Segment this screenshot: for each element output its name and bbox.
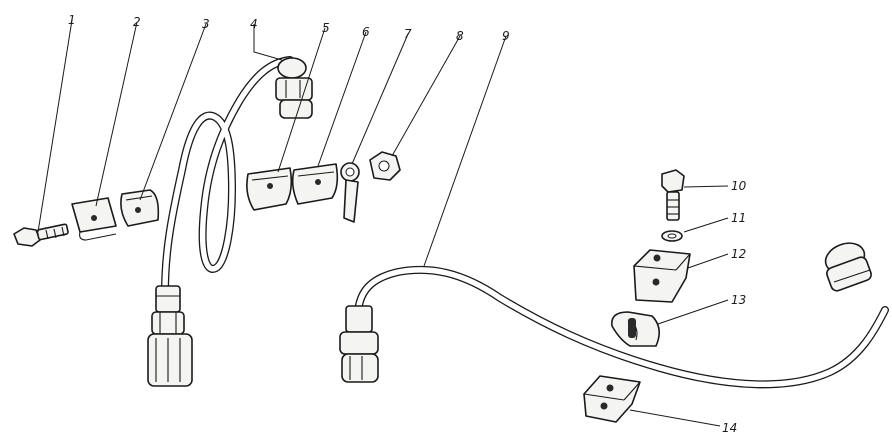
part-1-bolt <box>13 223 69 247</box>
callout-11: 11 <box>731 211 746 225</box>
callouts: 1 2 3 4 5 6 7 8 9 10 11 12 13 14 <box>68 13 747 435</box>
callout-9: 9 <box>502 29 510 43</box>
leader-9 <box>423 35 507 267</box>
part-2-clamp <box>71 197 117 241</box>
part-13-saddle <box>611 311 660 347</box>
part-6-clamp <box>291 163 339 205</box>
part-14-clamp-block <box>583 375 641 423</box>
leader-4 <box>253 24 283 61</box>
callout-8: 8 <box>456 29 464 43</box>
part-7-washer <box>340 162 360 223</box>
part-11-washer <box>661 230 683 242</box>
leader-7 <box>351 33 409 165</box>
callout-3: 3 <box>202 17 210 31</box>
pipe-4 <box>161 56 294 296</box>
callout-10: 10 <box>731 179 747 193</box>
part-12-clamp-block <box>633 249 691 303</box>
part-8-nut <box>369 151 401 181</box>
leader-8 <box>391 35 461 157</box>
part-10-bolt <box>661 169 685 221</box>
pipe-9 <box>354 265 889 389</box>
pipe-9-left-fitting <box>339 305 379 383</box>
callout-14: 14 <box>722 421 737 435</box>
callout-13: 13 <box>731 293 746 307</box>
leader-lines <box>37 19 729 427</box>
callout-12: 12 <box>731 247 746 261</box>
callout-1: 1 <box>68 13 76 27</box>
callout-4: 4 <box>250 17 258 31</box>
leader-3 <box>139 23 207 201</box>
leader-10 <box>683 185 729 188</box>
callout-6: 6 <box>362 25 370 39</box>
pipe-4-lower-fitting <box>147 285 193 387</box>
leader-2 <box>95 21 138 207</box>
callout-7: 7 <box>404 27 412 41</box>
callout-2: 2 <box>133 15 141 29</box>
part-3-clamp <box>120 189 160 227</box>
callout-5: 5 <box>322 21 330 35</box>
leader-6 <box>317 31 367 167</box>
pipe-9-right-fitting <box>824 242 872 292</box>
pipe-4-upper-fitting <box>275 57 313 119</box>
leader-11 <box>683 217 729 233</box>
leader-5 <box>277 27 326 173</box>
leader-13 <box>657 299 729 325</box>
leader-14 <box>629 409 721 427</box>
part-5-clamp <box>246 167 293 211</box>
leader-1 <box>37 19 73 233</box>
leader-12 <box>687 253 729 269</box>
